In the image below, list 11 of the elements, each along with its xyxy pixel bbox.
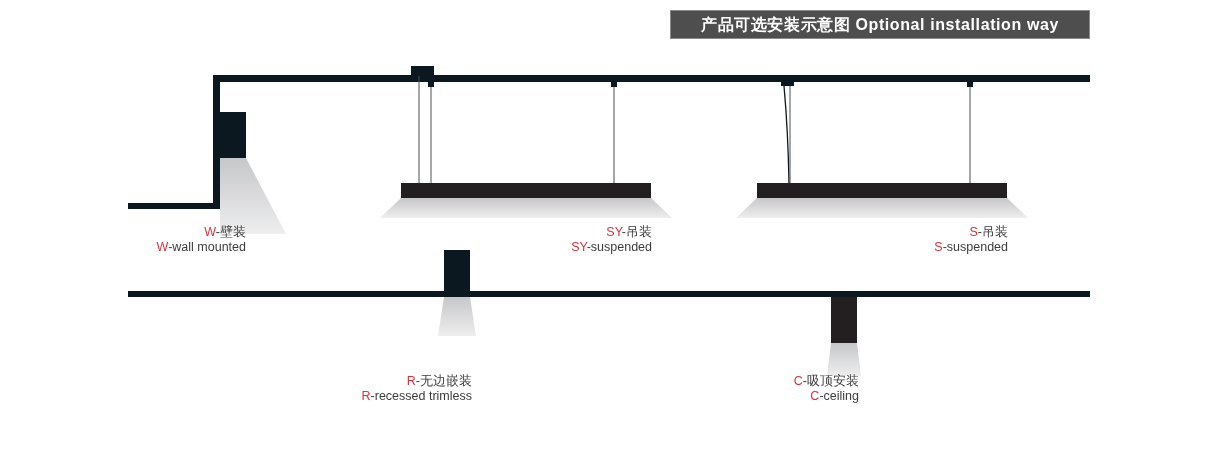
mode-label: SY-吊装 (606, 225, 652, 240)
mode-label: W-wall mounted (156, 240, 246, 255)
mode-label: C-ceiling (810, 389, 859, 404)
mode-label: C-吸顶安装 (793, 374, 859, 389)
mode-label: S-suspended (934, 240, 1008, 255)
mode-label: R-无边嵌装 (406, 374, 472, 389)
mode-label: S-吊装 (969, 225, 1008, 240)
mode-label: W-壁装 (204, 225, 246, 240)
title-banner: 产品可选安装示意图 Optional installation way (670, 10, 1090, 39)
mode-label: R-recessed trimless (361, 389, 472, 404)
mode-label: SY-suspended (571, 240, 652, 255)
